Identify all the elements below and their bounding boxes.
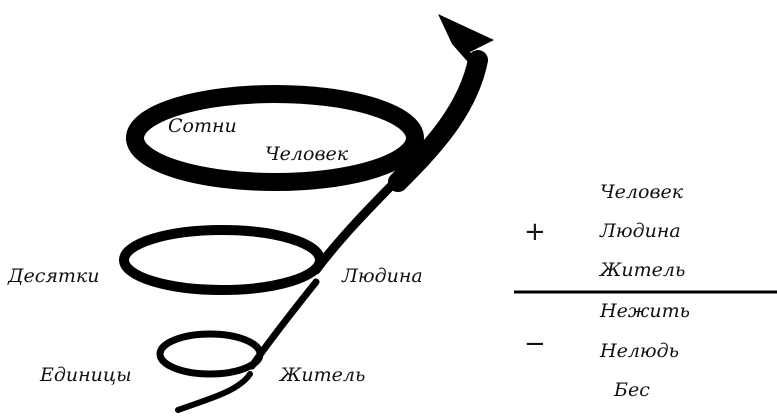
plus-item-2: Людина	[599, 220, 681, 242]
label-lyudina-spiral: Людина	[341, 265, 423, 287]
plus-item-3: Житель	[598, 259, 685, 281]
minus-item-3: Бес	[613, 379, 650, 401]
spiral	[124, 60, 478, 410]
minus-sign: −	[524, 329, 546, 359]
opposition-table: Человек Людина Житель + Нежить Нелюдь Бе…	[514, 181, 777, 401]
label-sotni: Сотни	[168, 115, 237, 137]
label-edinitsy: Единицы	[39, 364, 132, 386]
spiral-loop-small	[160, 334, 260, 374]
minus-item-1: Нежить	[599, 300, 690, 322]
spiral-loop-middle	[124, 230, 320, 290]
label-chelovek-spiral: Человек	[265, 143, 349, 165]
plus-sign: +	[524, 217, 546, 247]
spiral-tail	[178, 374, 250, 410]
label-desyatki: Десятки	[7, 265, 100, 287]
spiral-connector-lower	[252, 282, 316, 366]
label-zhitel-spiral: Житель	[278, 364, 365, 386]
minus-item-2: Нелюдь	[599, 340, 679, 362]
plus-item-1: Человек	[600, 181, 684, 203]
spiral-loop-top	[135, 94, 415, 182]
